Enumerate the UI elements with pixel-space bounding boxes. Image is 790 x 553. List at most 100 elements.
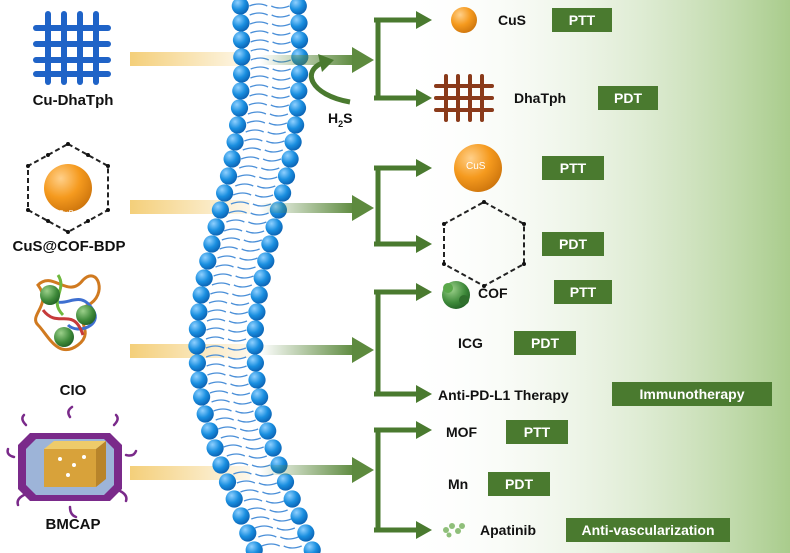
lipid-tail bbox=[208, 381, 249, 387]
lipid-bilayer bbox=[188, 0, 321, 553]
lipid-head bbox=[206, 439, 224, 457]
lipid-head bbox=[231, 0, 249, 15]
lipid-head bbox=[199, 252, 217, 270]
lipid-head bbox=[233, 65, 251, 83]
lipid-head bbox=[257, 252, 275, 270]
therapy-tag-pdt: PDT bbox=[514, 331, 576, 355]
lipid-tail bbox=[249, 84, 291, 90]
therapy-tag-ptt: PTT bbox=[554, 280, 612, 304]
lipid-head bbox=[201, 422, 219, 440]
lipid-head bbox=[232, 14, 250, 32]
product-name-cus: CuS bbox=[498, 12, 526, 28]
branch-brackets bbox=[374, 17, 418, 533]
lipid-tail bbox=[242, 147, 284, 153]
lipid-head bbox=[287, 116, 305, 134]
lipid-tail bbox=[210, 291, 251, 297]
lipid-tail bbox=[250, 75, 291, 81]
lipid-tail bbox=[209, 390, 251, 396]
lipid-tail bbox=[246, 120, 288, 126]
product-name-mof: MOF bbox=[446, 424, 478, 440]
lipid-head bbox=[246, 354, 264, 372]
lipid-head bbox=[226, 133, 244, 151]
source-label-cus-cof-bdp: CuS@COF-BDP bbox=[12, 238, 126, 255]
lipid-tail bbox=[245, 129, 286, 135]
core-label: CuS bbox=[58, 209, 74, 218]
lipid-tail bbox=[205, 345, 247, 351]
hexagonal-framework-icon bbox=[442, 200, 526, 288]
lipid-head bbox=[274, 184, 292, 202]
lipid-tail bbox=[228, 210, 269, 216]
lipid-head bbox=[291, 65, 309, 83]
lipid-head bbox=[195, 269, 213, 287]
nanoparticle-icon bbox=[451, 7, 477, 33]
lipid-tail bbox=[243, 498, 285, 504]
lipid-tail bbox=[217, 255, 258, 261]
lipid-head bbox=[196, 405, 214, 423]
lipid-tail bbox=[254, 525, 296, 531]
lipid-tail bbox=[258, 534, 299, 540]
lipid-head bbox=[192, 286, 210, 304]
lipid-head bbox=[290, 31, 309, 49]
lipid-head bbox=[290, 82, 308, 100]
lipid-tail bbox=[247, 111, 289, 117]
lipid-tail bbox=[250, 30, 291, 36]
lipid-tail bbox=[223, 228, 265, 234]
lipid-tail bbox=[215, 417, 256, 423]
product-name-dhatph: DhaTph bbox=[514, 90, 567, 106]
grid-framework-icon bbox=[33, 11, 111, 85]
product-name-apatinib: Apatinib bbox=[480, 522, 536, 538]
lipid-tail bbox=[232, 192, 274, 198]
therapy-tag-ptt: PTT bbox=[542, 156, 604, 180]
lipid-head bbox=[239, 524, 257, 542]
source-label-cu-dhatph: Cu-DhaTph bbox=[32, 92, 114, 109]
lipid-head bbox=[188, 337, 206, 355]
lipid-tail bbox=[215, 264, 256, 270]
lipid-tail bbox=[211, 399, 252, 405]
layered-nanocube-icon bbox=[6, 405, 138, 519]
h2s-curved-arrow bbox=[308, 54, 351, 105]
lipid-head bbox=[232, 31, 251, 49]
lipid-head bbox=[230, 99, 249, 117]
lipid-head bbox=[211, 201, 229, 219]
lipid-tail bbox=[250, 66, 291, 72]
lipid-tail bbox=[207, 372, 248, 378]
lipid-head bbox=[303, 541, 321, 553]
lipid-tail bbox=[248, 102, 290, 108]
therapy-tag-pdt: PDT bbox=[488, 472, 550, 496]
lipid-tail bbox=[205, 336, 247, 342]
lipid-tail bbox=[240, 156, 282, 162]
lipid-head bbox=[250, 286, 268, 304]
protein-cluster-icon bbox=[34, 274, 101, 352]
nanoparticle-label: CuS bbox=[466, 161, 486, 172]
lipid-tail bbox=[219, 246, 260, 252]
lipid-tail bbox=[217, 426, 259, 432]
product-name-mn: Mn bbox=[448, 476, 469, 492]
lipid-tail bbox=[207, 309, 249, 315]
lipid-head bbox=[261, 235, 279, 253]
lipid-tail bbox=[220, 435, 262, 441]
source-label-cio: CIO bbox=[59, 382, 87, 399]
lipid-head bbox=[232, 82, 250, 100]
lipid-head bbox=[245, 541, 263, 553]
nanoparticle-icon bbox=[454, 144, 502, 192]
grid-framework-icon bbox=[434, 74, 494, 122]
lipid-head bbox=[225, 490, 243, 508]
lipid-head bbox=[254, 405, 272, 423]
lipid-tail bbox=[205, 354, 247, 360]
lipid-tail bbox=[249, 12, 290, 18]
lipid-head bbox=[216, 184, 234, 202]
lipid-tail bbox=[206, 363, 247, 369]
lipid-tail bbox=[251, 516, 292, 522]
lipid-tail bbox=[213, 273, 254, 279]
lipid-head bbox=[264, 439, 282, 457]
core-shell-framework-icon bbox=[26, 142, 110, 234]
source-label-bmcap: BMCAP bbox=[45, 516, 101, 533]
therapy-tag-anti-vascularization: Anti-vascularization bbox=[566, 518, 730, 542]
lipid-tail bbox=[250, 48, 291, 54]
lipid-tail bbox=[223, 444, 264, 450]
lipid-tail bbox=[206, 318, 248, 324]
lipid-head bbox=[277, 167, 296, 185]
therapy-tag-pdt: PDT bbox=[598, 86, 658, 110]
